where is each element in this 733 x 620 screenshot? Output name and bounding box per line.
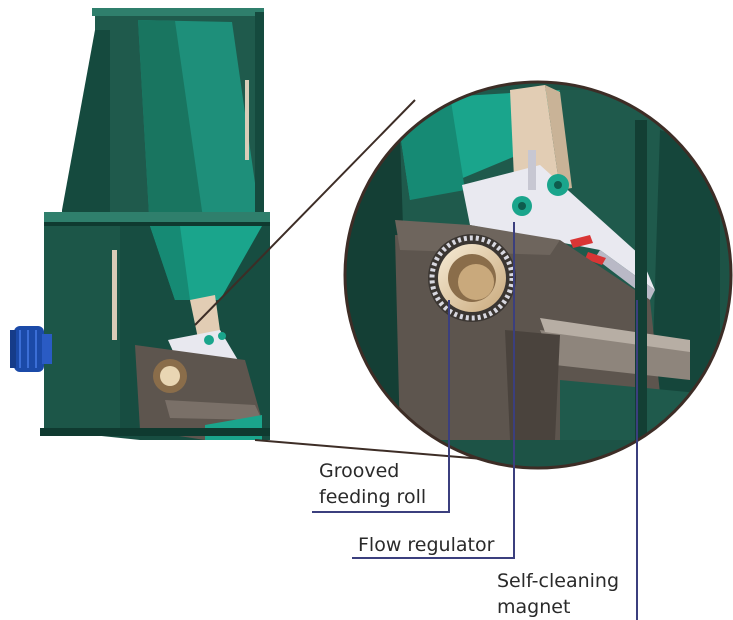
sight-slot-lower bbox=[112, 250, 117, 340]
zoom-circle-outline bbox=[343, 80, 733, 470]
detail-magnet-marker bbox=[570, 235, 593, 248]
mini-deflector bbox=[165, 400, 262, 420]
detail-deflector bbox=[540, 330, 690, 380]
detail-deflector-top bbox=[540, 318, 690, 352]
leader-flow-regulator bbox=[352, 222, 515, 559]
detail-shaft-1-hub bbox=[518, 202, 526, 210]
label-flow-regulator: Flow regulator bbox=[358, 534, 495, 556]
label-self-cleaning-magnet-line2: magnet bbox=[497, 596, 571, 618]
hopper-interior-shadow bbox=[138, 20, 205, 232]
hopper-top-rim bbox=[92, 8, 264, 16]
mid-flange-shadow bbox=[44, 222, 270, 226]
detail-shaft-2-hub bbox=[554, 181, 562, 189]
sight-slot-upper bbox=[245, 80, 249, 160]
detail-bracket bbox=[528, 150, 536, 190]
zoom-detail bbox=[345, 82, 731, 468]
mini-magnet-shaft bbox=[204, 335, 214, 345]
label-self-cleaning-magnet-line1: Self-cleaning bbox=[497, 570, 620, 592]
hopper-left-side bbox=[62, 30, 110, 232]
detail-gate-shade bbox=[545, 85, 572, 190]
mid-flange bbox=[44, 212, 270, 222]
hopper-right-flange bbox=[255, 12, 264, 232]
detail-grooved-feeding-roll bbox=[428, 234, 516, 322]
feeder-machine bbox=[10, 8, 270, 440]
detail-magnet-marker-2 bbox=[585, 252, 606, 265]
leader-grooved-feeding-roll bbox=[312, 300, 450, 513]
lower-housing-front bbox=[44, 226, 120, 436]
label-grooved-feeding-roll-line2: feeding roll bbox=[319, 486, 427, 508]
leader-lines bbox=[312, 222, 638, 620]
drive-motor bbox=[10, 326, 52, 372]
zoom-callout-lines bbox=[194, 99, 496, 461]
funnel-shadow bbox=[150, 226, 190, 300]
detail-inner-flap bbox=[505, 330, 560, 440]
label-grooved-feeding-roll-line1: Grooved bbox=[319, 460, 400, 482]
mini-feeding-roll-core bbox=[160, 366, 180, 386]
mini-shaft-2 bbox=[218, 332, 226, 340]
base-plate bbox=[40, 428, 270, 436]
detail-flow-regulator bbox=[462, 165, 655, 290]
